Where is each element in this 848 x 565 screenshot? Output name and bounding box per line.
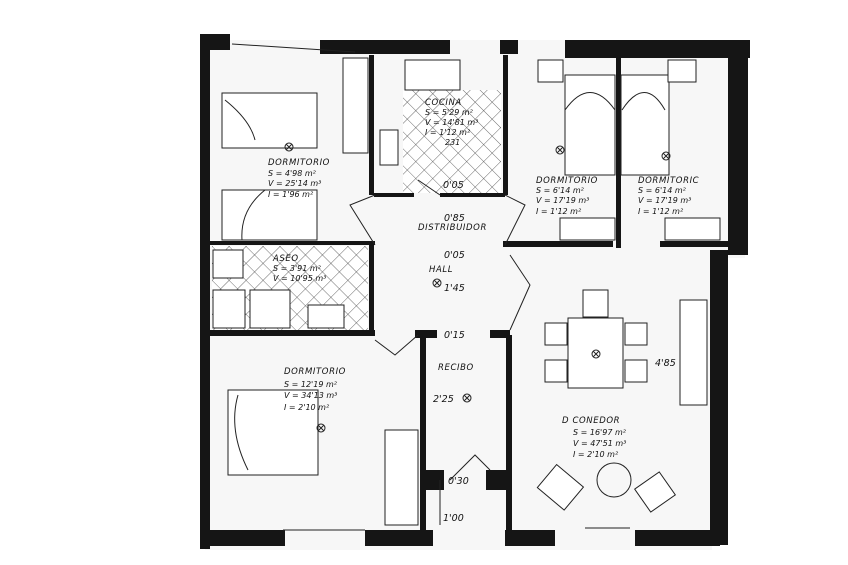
dimension-label: 0'15 <box>444 330 465 341</box>
kitchen-sink <box>404 59 461 91</box>
room-area: S = 3'91 m² <box>273 264 322 273</box>
room-name: DISTRIBUIDOR <box>418 223 487 233</box>
dimension-label: 0'05 <box>443 180 464 191</box>
bed <box>221 189 318 241</box>
dimension-label: 0'85 <box>444 213 465 224</box>
room-volume: V = 34'13 m³ <box>284 391 337 400</box>
room-area: S = 6'14 m² <box>638 186 687 195</box>
wardrobe <box>559 217 616 241</box>
room-dormitorio-3: DORMITORIC S = 6'14 m² V = 17'19 m³ I = … <box>638 176 699 216</box>
room-cocina: COCINA S = 5'29 m² V = 14'81 m³ I = 1'12… <box>425 98 478 191</box>
room-volume: V = 25'14 m³ <box>268 179 321 188</box>
room-volume: V = 14'81 m³ <box>425 118 478 127</box>
dimension-label: 1'00 <box>443 513 464 524</box>
room-name: DORMITORIC <box>638 176 699 186</box>
bed <box>221 92 318 149</box>
room-aseo: ASEO S = 3'91 m² V = 10'95 m³ <box>272 254 326 283</box>
dimension-label: 231 <box>445 138 460 147</box>
wardrobe <box>342 57 369 154</box>
room-name: COCINA <box>425 98 462 108</box>
furniture <box>212 57 721 526</box>
room-area: S = 12'19 m² <box>284 380 338 389</box>
room-area: S = 5'29 m² <box>425 108 474 117</box>
dimension-label: 4'85 <box>655 358 676 369</box>
bed <box>227 389 319 476</box>
wardrobe <box>384 429 419 526</box>
room-name: DORMITORIO <box>284 367 346 377</box>
room-dormitorio-4: DORMITORIO S = 12'19 m² V = 34'13 m³ I =… <box>284 367 346 412</box>
bed <box>620 74 670 176</box>
dimension-label: 0'05 <box>444 250 465 261</box>
room-volume: V = 17'19 m³ <box>536 196 589 205</box>
dimension-label: 2'25 <box>433 394 454 405</box>
room-area: S = 4'98 m² <box>268 169 317 178</box>
door-swings <box>224 43 666 531</box>
room-area: S = 6'14 m² <box>536 186 585 195</box>
bed <box>564 74 616 176</box>
room-comedor: D CONEDOR S = 16'97 m² V = 47'51 m³ I = … <box>562 358 676 459</box>
room-volume: V = 17'19 m³ <box>638 196 691 205</box>
stove <box>379 129 399 166</box>
nightstand <box>667 59 697 83</box>
room-name: HALL <box>429 265 453 275</box>
ceiling-light-icons <box>284 142 671 433</box>
room-recibo: RECIBO 2'25 0'30 1'00 <box>433 363 474 524</box>
room-light: I = 2'10 m² <box>284 403 330 412</box>
wardrobe <box>664 217 721 241</box>
room-name: DORMITORIO <box>536 176 598 186</box>
room-dormitorio-2: DORMITORIO S = 6'14 m² V = 17'19 m³ I = … <box>536 176 598 216</box>
washbasin <box>212 249 244 279</box>
room-name: D CONEDOR <box>562 416 620 426</box>
toilet <box>307 304 345 329</box>
room-dormitorio-1: DORMITORIO S = 4'98 m² V = 25'14 m³ I = … <box>268 158 330 199</box>
room-area: S = 16'97 m² <box>573 428 627 437</box>
room-volume: V = 10'95 m³ <box>273 274 326 283</box>
dimension-label: 0'30 <box>448 476 469 487</box>
room-name: RECIBO <box>438 363 474 373</box>
room-name: DORMITORIO <box>268 158 330 168</box>
nightstand <box>537 59 564 83</box>
walls <box>200 34 750 549</box>
room-distribuidor-hall: 0'85 DISTRIBUIDOR 0'05 HALL 1'45 0'15 <box>418 213 487 341</box>
room-light: I = 1'12 m² <box>425 128 471 137</box>
room-light: I = 1'12 m² <box>536 207 582 216</box>
shower <box>212 289 246 329</box>
kitchen-tiles <box>403 90 501 193</box>
room-volume: V = 47'51 m³ <box>573 439 626 448</box>
room-name: ASEO <box>272 254 299 264</box>
room-light: I = 1'96 m² <box>268 190 314 199</box>
sideboard <box>679 299 708 406</box>
bathtub <box>249 289 291 329</box>
room-light: I = 2'10 m² <box>573 450 619 459</box>
dimension-label: 1'45 <box>444 283 465 294</box>
room-light: I = 1'12 m² <box>638 207 684 216</box>
